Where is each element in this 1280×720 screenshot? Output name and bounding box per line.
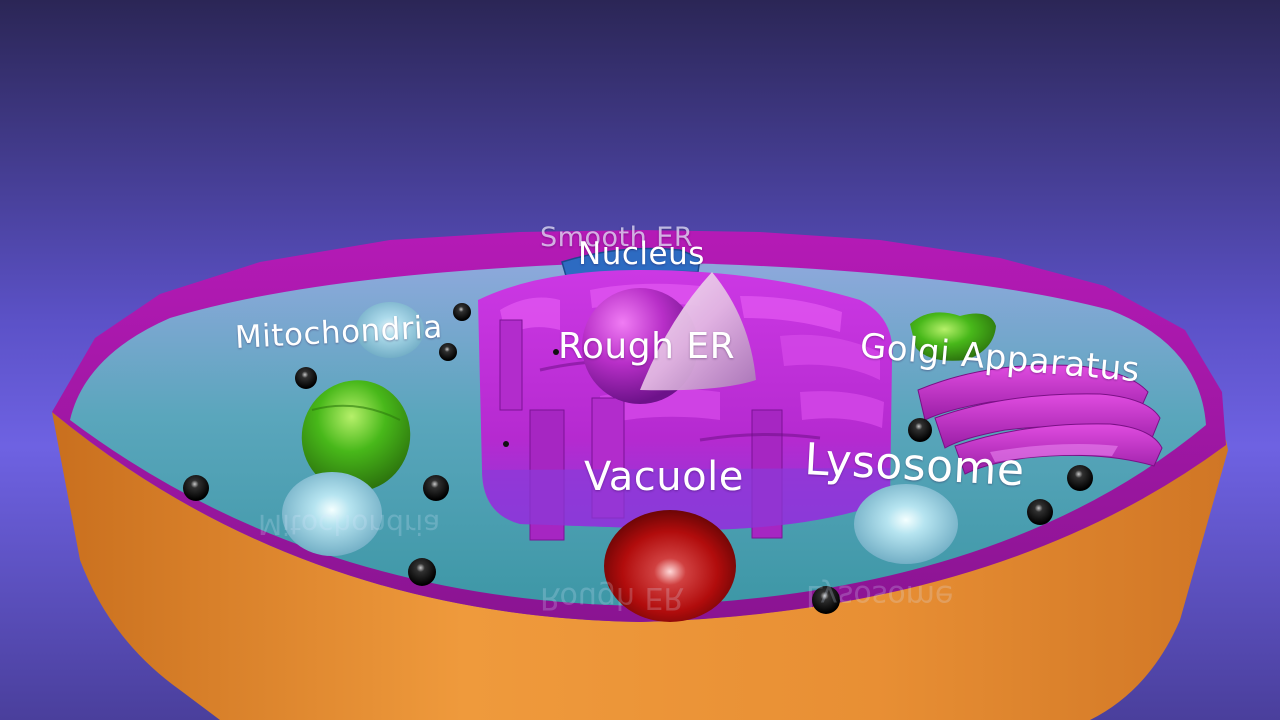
lysosome-label-reflection: Lysosome <box>806 578 954 613</box>
ribosome <box>439 343 457 361</box>
lysosome-left <box>282 472 382 556</box>
ribosome <box>1027 499 1053 525</box>
ribosome <box>183 475 209 501</box>
ribosome <box>453 303 471 321</box>
nucleus <box>582 272 756 404</box>
vacuole-label: Vacuole <box>584 454 744 500</box>
ribosome <box>295 367 317 389</box>
golgi-apparatus <box>917 364 1163 475</box>
mitochondrion-right <box>910 312 996 361</box>
ribosome <box>423 475 449 501</box>
nucleus-label: Nucleus <box>578 236 705 272</box>
ribosome <box>908 418 932 442</box>
lysosome-back <box>356 302 424 358</box>
lysosome-right <box>854 484 958 564</box>
ribosome <box>503 441 509 447</box>
ribosome <box>1067 465 1093 491</box>
mitochondrion-left <box>301 380 411 492</box>
mitochondria-label-reflection: Mitochondria <box>258 508 441 541</box>
rough-er-label-reflection: Rough ER <box>540 580 685 615</box>
rough-er-label: Rough ER <box>558 326 736 367</box>
ribosome <box>553 349 559 355</box>
ribosome <box>408 558 436 586</box>
smooth-er-label: Smooth ER <box>540 222 694 253</box>
ribosome <box>812 586 840 614</box>
rough-er <box>478 270 893 541</box>
ribosomes <box>183 303 1093 614</box>
vacuole <box>604 510 736 622</box>
cell-wall-exterior <box>52 412 1228 720</box>
